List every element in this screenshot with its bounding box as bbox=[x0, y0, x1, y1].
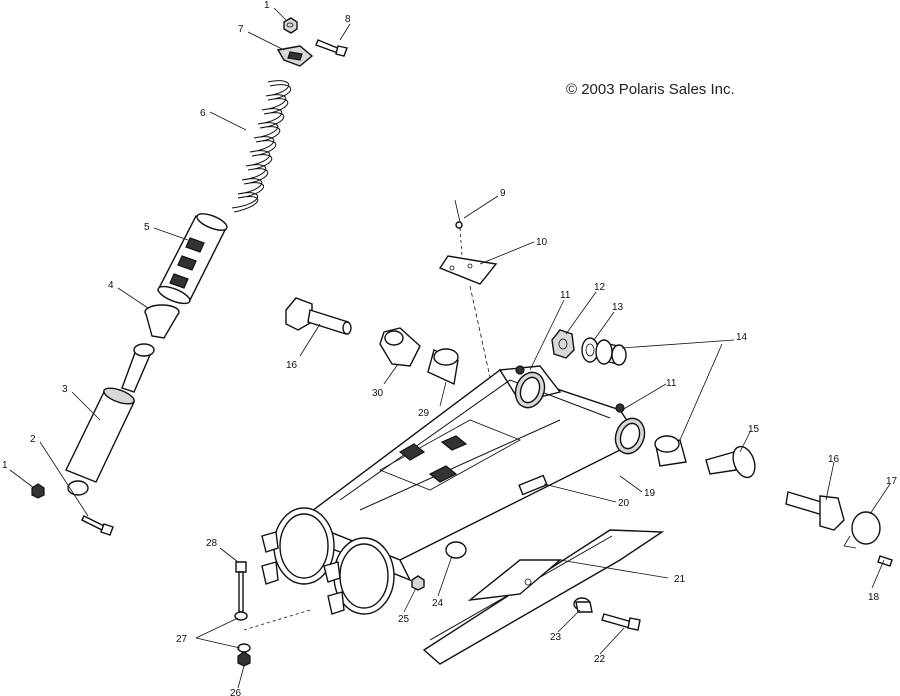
callout-4: 4 bbox=[108, 280, 114, 291]
nut-part-26 bbox=[237, 651, 251, 667]
bushing-part-14-lower bbox=[654, 435, 687, 467]
callout-26: 26 bbox=[230, 688, 242, 696]
sleeve-part-5 bbox=[156, 213, 228, 305]
callout-25: 25 bbox=[398, 614, 410, 625]
callout-18: 18 bbox=[868, 592, 880, 603]
callout-30: 30 bbox=[372, 388, 384, 399]
bracket-part-24 bbox=[445, 541, 467, 559]
callout-2: 2 bbox=[30, 434, 36, 445]
bolt-part-22 bbox=[601, 613, 641, 631]
spacer-part-23 bbox=[573, 597, 593, 613]
callout-3: 3 bbox=[62, 384, 68, 395]
callout-22: 22 bbox=[594, 654, 606, 665]
nut-part-25 bbox=[411, 575, 425, 591]
nut-part-1-top bbox=[283, 17, 298, 34]
pin-part-8 bbox=[315, 39, 348, 57]
pivot-bolt-part-16-left bbox=[285, 297, 352, 335]
nut-part-1-lower bbox=[31, 483, 45, 499]
callout-7: 7 bbox=[238, 24, 244, 35]
callout-24: 24 bbox=[432, 598, 444, 609]
callout-16-left: 16 bbox=[286, 360, 298, 371]
axle-clamp-right bbox=[323, 537, 395, 615]
spring-part-6 bbox=[231, 80, 292, 213]
leader-lines bbox=[9, 7, 891, 689]
callout-23: 23 bbox=[550, 632, 562, 643]
bushing-part-30 bbox=[379, 327, 421, 367]
callout-6: 6 bbox=[200, 108, 206, 119]
callout-1-lower: 1 bbox=[2, 460, 8, 471]
plate-part-10 bbox=[438, 255, 498, 285]
screw-part-18 bbox=[877, 555, 893, 567]
callout-14: 14 bbox=[736, 332, 748, 343]
axle-clamp-left bbox=[261, 507, 335, 585]
callout-12: 12 bbox=[594, 282, 606, 293]
callout-11-lower: 11 bbox=[666, 378, 677, 389]
pivot-bolt-part-16-right bbox=[785, 491, 845, 531]
callout-20: 20 bbox=[618, 498, 630, 509]
shock-body-part-3 bbox=[65, 343, 155, 496]
bushing-part-29 bbox=[427, 348, 459, 386]
callout-29: 29 bbox=[418, 408, 430, 419]
bumpstop-part-4 bbox=[144, 304, 180, 339]
bolt-part-28 bbox=[235, 561, 247, 613]
callout-28: 28 bbox=[206, 538, 218, 549]
callout-5: 5 bbox=[144, 222, 150, 233]
slide-part-21 bbox=[422, 529, 665, 665]
eccentric-part-15 bbox=[705, 445, 756, 479]
callout-1-top: 1 bbox=[264, 0, 270, 11]
callout-21: 21 bbox=[674, 574, 686, 585]
screw-part-9 bbox=[454, 199, 463, 229]
callout-8: 8 bbox=[345, 14, 351, 25]
callout-15: 15 bbox=[748, 424, 760, 435]
lock-plate-part-17 bbox=[843, 511, 881, 549]
bushing-part-14-upper bbox=[595, 339, 627, 366]
callout-13: 13 bbox=[612, 302, 624, 313]
callout-10: 10 bbox=[536, 237, 548, 248]
callout-17: 17 bbox=[886, 476, 898, 487]
callout-11-upper: 11 bbox=[560, 290, 571, 301]
callout-27: 27 bbox=[176, 634, 188, 645]
callout-16-right: 16 bbox=[828, 454, 840, 465]
callout-19: 19 bbox=[644, 488, 656, 499]
callout-9: 9 bbox=[500, 188, 506, 199]
copyright-text: © 2003 Polaris Sales Inc. bbox=[566, 81, 735, 98]
nut-part-12 bbox=[551, 329, 575, 359]
bolt-part-2 bbox=[81, 515, 114, 536]
retainer-part-7 bbox=[276, 45, 314, 67]
